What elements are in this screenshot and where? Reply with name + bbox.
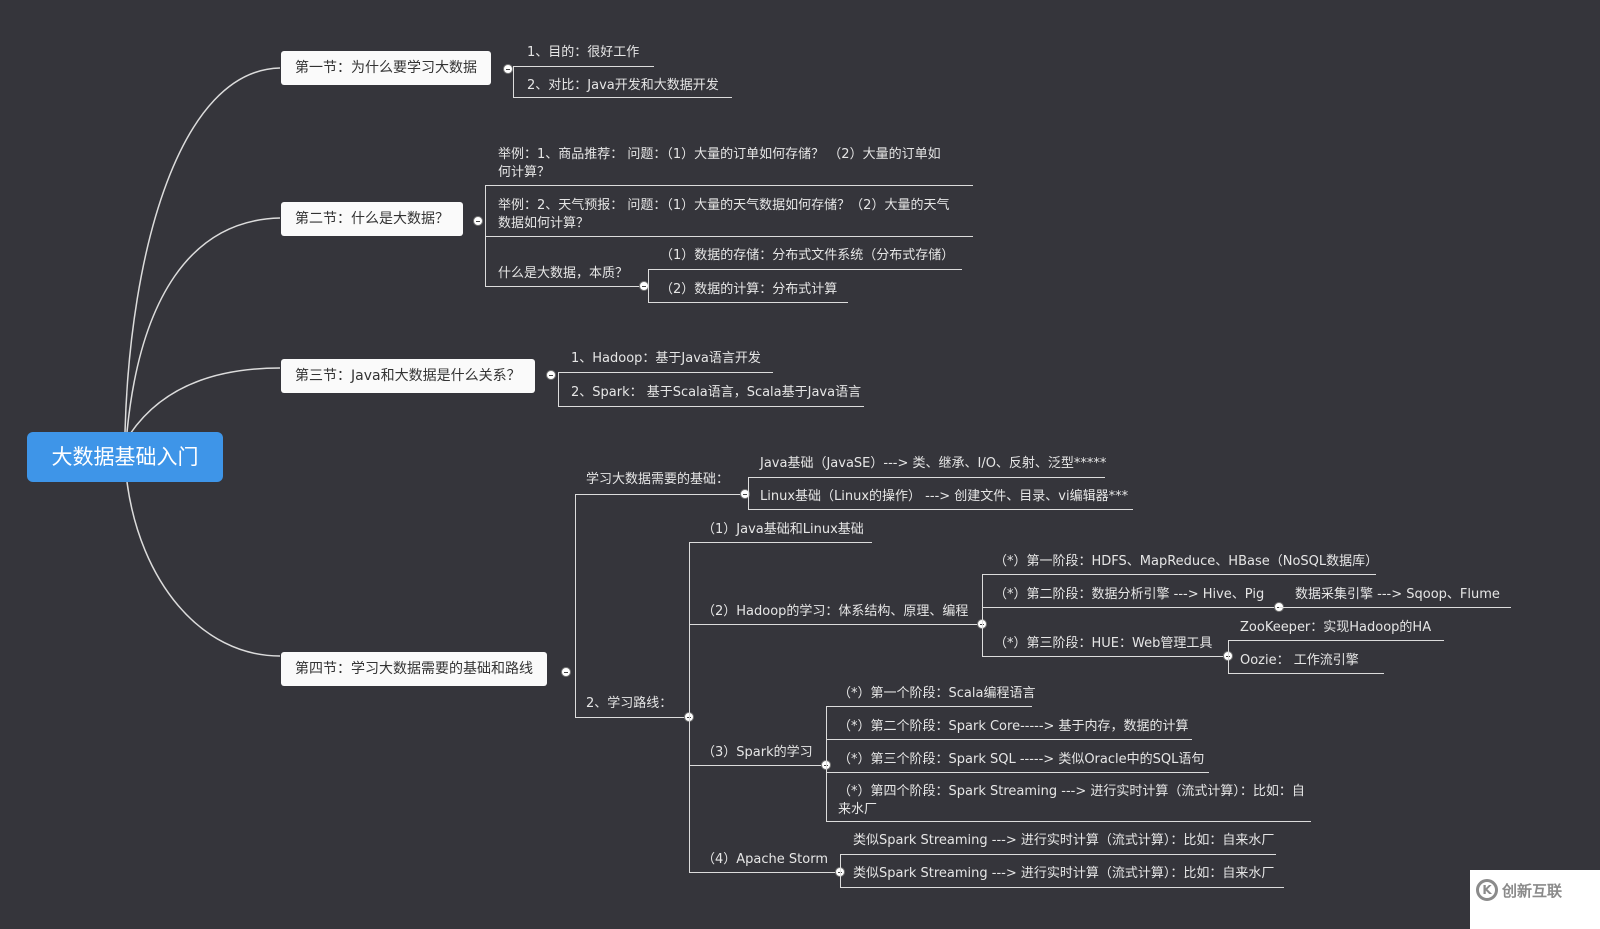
section1-topic[interactable]: 第一节：为什么要学习大数据	[281, 51, 491, 85]
collapse-toggle-icon[interactable]	[561, 667, 571, 677]
hadoop-zookeeper[interactable]: ZooKeeper：实现Hadoop的HA	[1240, 620, 1432, 635]
section2-essence-item-2[interactable]: （2）数据的计算：分布式计算	[660, 282, 838, 297]
underline	[840, 887, 1284, 888]
spark-stage-1[interactable]: （*）第一个阶段：Scala编程语言	[838, 686, 1036, 701]
collapse-toggle-icon[interactable]	[503, 64, 513, 74]
section2-essence[interactable]: 什么是大数据，本质？	[498, 266, 629, 281]
section1-item-1[interactable]: 1、目的：很好工作	[527, 45, 640, 60]
underline	[485, 286, 645, 287]
connector	[558, 372, 559, 406]
root-to-section1-curve	[124, 67, 281, 433]
hadoop-oozie[interactable]: Oozie： 工作流引擎	[1240, 653, 1359, 668]
connector	[575, 494, 576, 717]
underline	[575, 717, 690, 718]
underline	[1228, 640, 1444, 641]
section2-topic[interactable]: 第二节：什么是大数据？	[281, 202, 463, 236]
connector	[840, 854, 841, 887]
spark-stage-2[interactable]: （*）第二个阶段：Spark Core-----> 基于内存，数据的计算	[838, 719, 1189, 734]
underline	[826, 821, 1311, 822]
underline	[648, 269, 962, 270]
section1-item-2[interactable]: 2、对比：Java开发和大数据开发	[527, 78, 719, 93]
underline	[982, 607, 1275, 608]
connector	[485, 185, 486, 286]
logo-icon: K	[1476, 879, 1498, 901]
section3-topic[interactable]: 第三节：Java和大数据是什么关系？	[281, 359, 535, 393]
collapse-toggle-icon[interactable]	[546, 370, 556, 380]
collapse-toggle-icon[interactable]	[740, 489, 750, 499]
section4-topic[interactable]: 第四节：学习大数据需要的基础和路线	[281, 652, 547, 686]
root-to-section2-curve	[126, 217, 281, 433]
route-java-linux[interactable]: （1）Java基础和Linux基础	[702, 522, 864, 537]
route-hadoop[interactable]: （2）Hadoop的学习：体系结构、原理、编程	[702, 604, 969, 619]
underline	[1279, 607, 1511, 608]
underline	[748, 509, 1133, 510]
section2-essence-item-1[interactable]: （1）数据的存储：分布式文件系统（分布式存储）	[660, 248, 955, 263]
watermark-text: 创新互联	[1502, 882, 1563, 900]
underline	[648, 302, 848, 303]
root-to-section4-curve	[126, 481, 281, 657]
connector	[513, 66, 514, 97]
underline	[982, 656, 1230, 657]
connector	[748, 477, 749, 509]
connector	[689, 542, 690, 872]
connector	[1228, 640, 1229, 673]
underline	[513, 66, 654, 67]
collapse-toggle-icon[interactable]	[473, 216, 483, 226]
underline	[558, 372, 773, 373]
underline	[840, 854, 1276, 855]
basics-java[interactable]: Java基础（JavaSE）---> 类、继承、I/O、反射、泛型*****	[760, 456, 1107, 471]
underline	[689, 872, 840, 873]
section2-example-2[interactable]: 举例：2、天气预报： 问题：（1）大量的天气数据如何存储？（2）大量的天气数据如…	[498, 198, 950, 231]
section3-item-1[interactable]: 1、Hadoop：基于Java语言开发	[571, 351, 761, 366]
underline	[826, 739, 1192, 740]
underline	[689, 765, 826, 766]
underline	[575, 494, 748, 495]
section2-example-1[interactable]: 举例：1、商品推荐： 问题：（1）大量的订单如何存储？ （2）大量的订单如何计算…	[498, 147, 941, 180]
underline	[689, 624, 985, 625]
underline	[1228, 673, 1384, 674]
watermark-logo: K 创新互联	[1470, 870, 1600, 929]
underline	[826, 772, 1209, 773]
root-topic[interactable]: 大数据基础入门	[27, 432, 223, 482]
spark-stage-3[interactable]: （*）第三个阶段：Spark SQL -----> 类似Oracle中的SQL语…	[838, 752, 1205, 767]
connector	[826, 706, 827, 821]
underline	[558, 406, 864, 407]
hadoop-stage-2[interactable]: （*）第二阶段：数据分析引擎 ---> Hive、Pig	[994, 587, 1265, 602]
root-to-section3-curve	[129, 367, 281, 435]
underline	[982, 574, 1376, 575]
section4-route[interactable]: 2、学习路线：	[586, 696, 673, 711]
underline	[826, 706, 1032, 707]
spark-stage-4[interactable]: （*）第四个阶段：Spark Streaming ---> 进行实时计算（流式计…	[838, 784, 1305, 817]
underline	[485, 236, 973, 237]
underline	[485, 185, 973, 186]
storm-item-2[interactable]: 类似Spark Streaming ---> 进行实时计算（流式计算）：比如：自…	[853, 866, 1275, 881]
basics-linux[interactable]: Linux基础（Linux的操作） ---> 创建文件、目录、vi编辑器***	[760, 489, 1129, 504]
section3-item-2[interactable]: 2、Spark： 基于Scala语言，Scala基于Java语言	[571, 385, 862, 400]
route-spark[interactable]: （3）Spark的学习	[702, 745, 813, 760]
underline	[689, 542, 872, 543]
connector	[982, 574, 983, 656]
hadoop-stage-1[interactable]: （*）第一阶段：HDFS、MapReduce、HBase（NoSQL数据库）	[994, 554, 1379, 569]
hadoop-stage-3[interactable]: （*）第三阶段：HUE：Web管理工具	[994, 636, 1213, 651]
underline	[748, 477, 1105, 478]
storm-item-1[interactable]: 类似Spark Streaming ---> 进行实时计算（流式计算）：比如：自…	[853, 833, 1275, 848]
route-storm[interactable]: （4）Apache Storm	[702, 852, 828, 867]
section4-basics[interactable]: 学习大数据需要的基础：	[586, 472, 730, 487]
hadoop-stage-2-collection[interactable]: 数据采集引擎 ---> Sqoop、Flume	[1295, 587, 1500, 602]
connector	[648, 269, 649, 302]
underline	[513, 97, 732, 98]
